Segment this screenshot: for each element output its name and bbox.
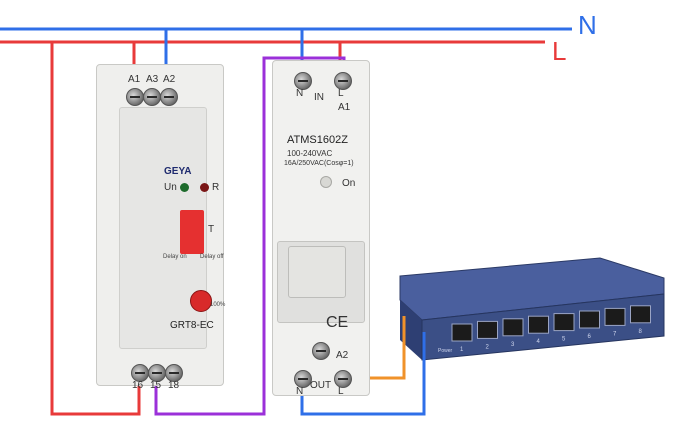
switch-a2-label: A2 xyxy=(336,350,349,361)
ethernet-port xyxy=(604,307,626,326)
switch-a2-screw xyxy=(312,342,330,360)
ethernet-port xyxy=(528,315,549,334)
ethernet-port xyxy=(477,320,498,339)
live-label: L xyxy=(552,36,567,66)
network-switch-power-label: Power xyxy=(438,348,453,354)
timer-model-label: GRT8-EC xyxy=(170,320,214,331)
port-number-label: 6 xyxy=(588,334,592,340)
port-number-label: 3 xyxy=(511,342,515,348)
switch-button[interactable] xyxy=(288,246,346,298)
timer-brand-logo: GEYA xyxy=(164,166,192,177)
switch-model-label: ATMS1602Z xyxy=(287,134,348,146)
switch-status-led xyxy=(320,176,332,188)
switch-in-n-label: N xyxy=(296,88,304,99)
timer-dip-left-label: Delay on xyxy=(163,254,187,260)
switch-in-label: IN xyxy=(314,92,324,103)
timer-led-r-label: R xyxy=(212,182,220,193)
port-number-label: 2 xyxy=(486,344,490,350)
port-number-label: 5 xyxy=(562,337,566,343)
timer-terminal-16-label: 16 xyxy=(132,380,144,391)
switch-out-n-label: N xyxy=(296,386,304,397)
timer-dip-label: T xyxy=(208,224,215,235)
timer-led-red xyxy=(200,183,209,192)
port-number-label: 7 xyxy=(613,331,617,337)
port-number-label: 8 xyxy=(639,329,643,335)
smart-switch xyxy=(272,60,370,396)
switch-a1-label: A1 xyxy=(338,102,351,113)
port-number-label: 4 xyxy=(537,339,541,345)
live-wire-to-timer-16 xyxy=(50,42,141,416)
timer-terminal-18-label: 18 xyxy=(168,380,180,391)
ethernet-port xyxy=(451,323,473,342)
switch-voltage-label: 100-240VAC xyxy=(287,149,333,158)
timer-knob-scale-max: 100% xyxy=(210,302,226,308)
ethernet-port xyxy=(502,318,524,337)
timer-relay xyxy=(96,64,224,386)
switch-on-label: On xyxy=(342,178,356,189)
timer-terminal-a3-screw xyxy=(143,88,161,106)
timer-terminal-a3-label: A3 xyxy=(146,74,159,85)
timer-terminal-a2-screw xyxy=(160,88,178,106)
network-ports: 1 2 3 4 5 6 7 8 xyxy=(451,305,651,353)
switch-rating-label: 16A/250VAC(Cosφ=1) xyxy=(284,160,354,167)
switch-out-n-screw xyxy=(294,370,312,388)
timer-terminal-a1-screw xyxy=(126,88,144,106)
ethernet-port xyxy=(630,305,651,324)
switch-out-l-screw xyxy=(334,370,352,388)
switch-in-l-screw xyxy=(334,72,352,90)
neutral-wire-to-network-switch xyxy=(300,332,426,416)
switch-ce-mark: CE xyxy=(326,314,349,331)
timer-terminal-18-screw xyxy=(165,364,183,382)
switch-out-label: OUT xyxy=(310,380,332,391)
timer-dip-right-label: Delay off xyxy=(200,254,224,260)
timer-terminal-15-label: 15 xyxy=(150,380,162,391)
switch-in-n-screw xyxy=(294,72,312,90)
switch-in-l-label: L xyxy=(338,88,344,99)
timer-terminal-a1-label: A1 xyxy=(128,74,141,85)
timer-dip-switch[interactable] xyxy=(180,210,204,254)
ethernet-port xyxy=(579,310,600,329)
neutral-label: N xyxy=(578,10,597,40)
timer-knob[interactable] xyxy=(190,290,212,312)
timer-led-green xyxy=(180,183,189,192)
timer-terminal-a2-label: A2 xyxy=(163,74,176,85)
switch-out-l-label: L xyxy=(338,386,344,397)
timer-led-un-label: Un xyxy=(164,182,177,193)
ethernet-port xyxy=(553,313,575,332)
port-number-label: 1 xyxy=(460,347,464,353)
